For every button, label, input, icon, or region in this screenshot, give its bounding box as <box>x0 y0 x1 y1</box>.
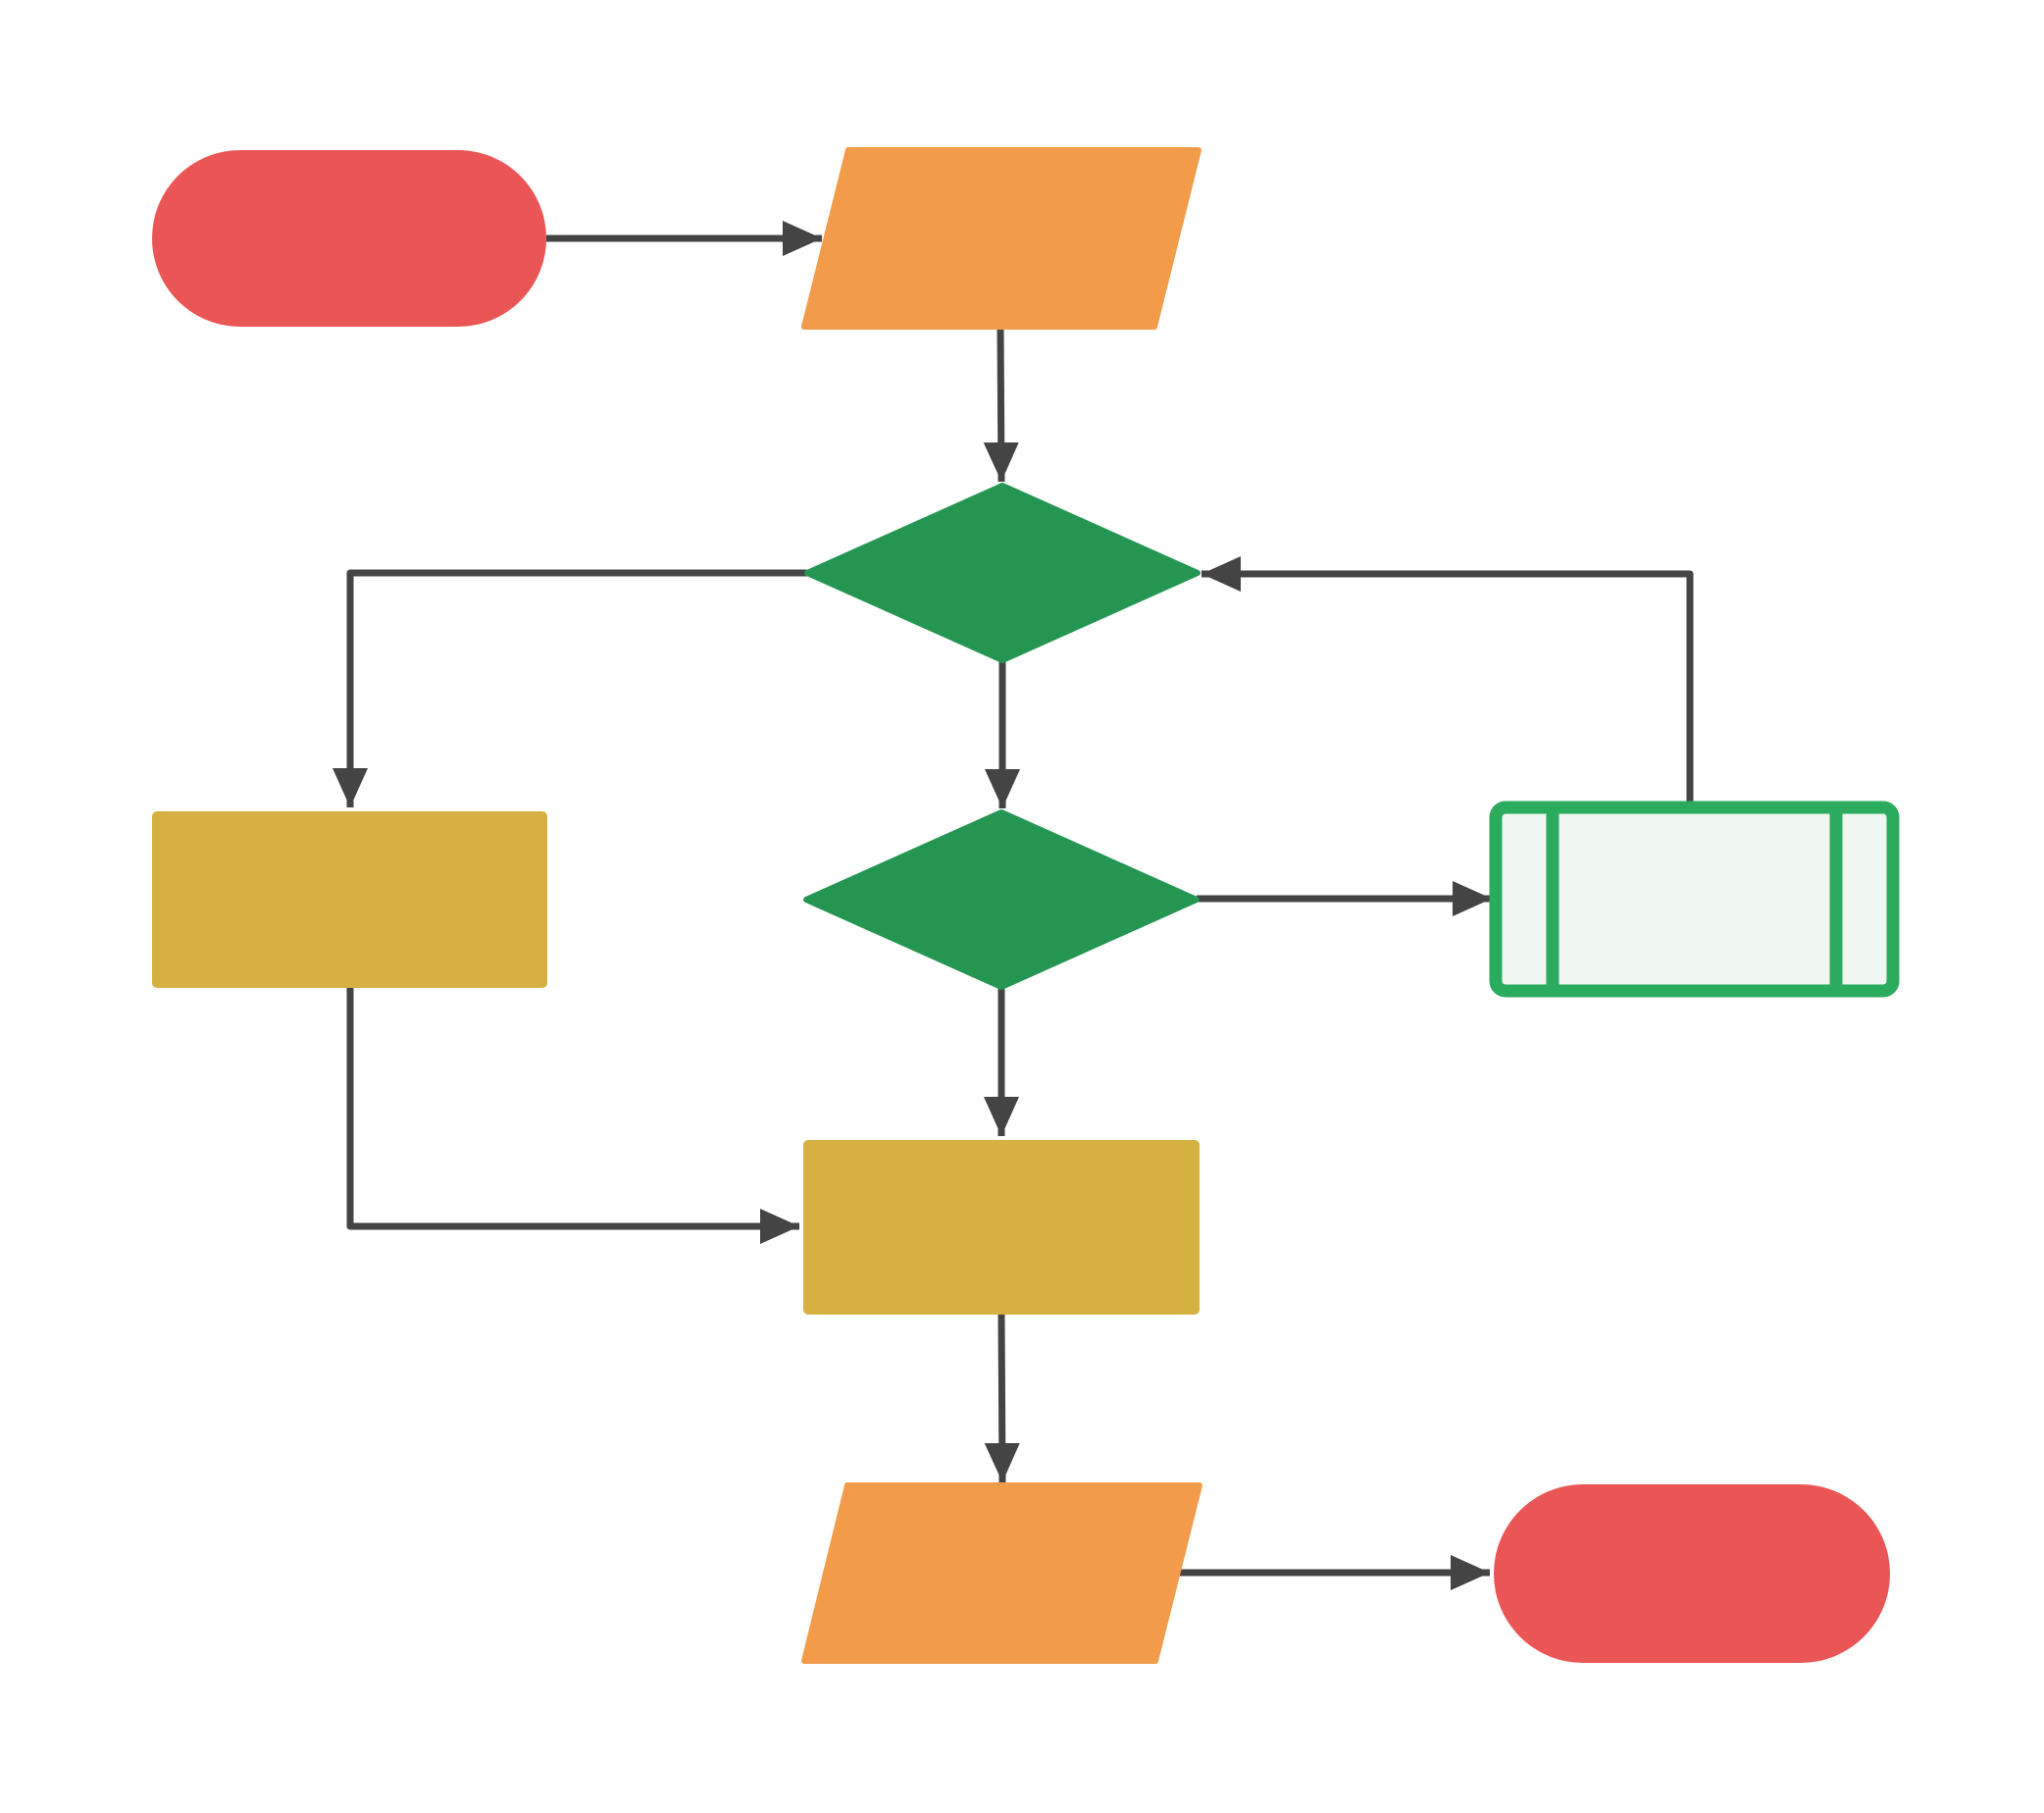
node-decision-middle[interactable] <box>803 809 1200 990</box>
node-input-output-bottom[interactable] <box>801 1482 1202 1664</box>
edge-predefined-process-to-decision-top[interactable] <box>1201 556 1694 804</box>
node-predefined-process[interactable] <box>1489 801 1900 998</box>
edge-process-left-to-process-middle[interactable] <box>346 988 799 1244</box>
node-input-output-top[interactable] <box>801 147 1201 330</box>
node-start-terminator[interactable] <box>152 150 546 327</box>
node-end-terminator[interactable] <box>1494 1484 1890 1663</box>
node-process-left[interactable] <box>152 811 547 988</box>
edge-process-middle-to-input-output-bottom[interactable] <box>984 1314 1020 1483</box>
node-decision-top[interactable] <box>804 483 1201 663</box>
edge-decision-top-to-process-left[interactable] <box>332 569 807 807</box>
edge-input-output-top-to-decision-top[interactable] <box>983 326 1019 483</box>
node-process-middle[interactable] <box>803 1140 1200 1315</box>
